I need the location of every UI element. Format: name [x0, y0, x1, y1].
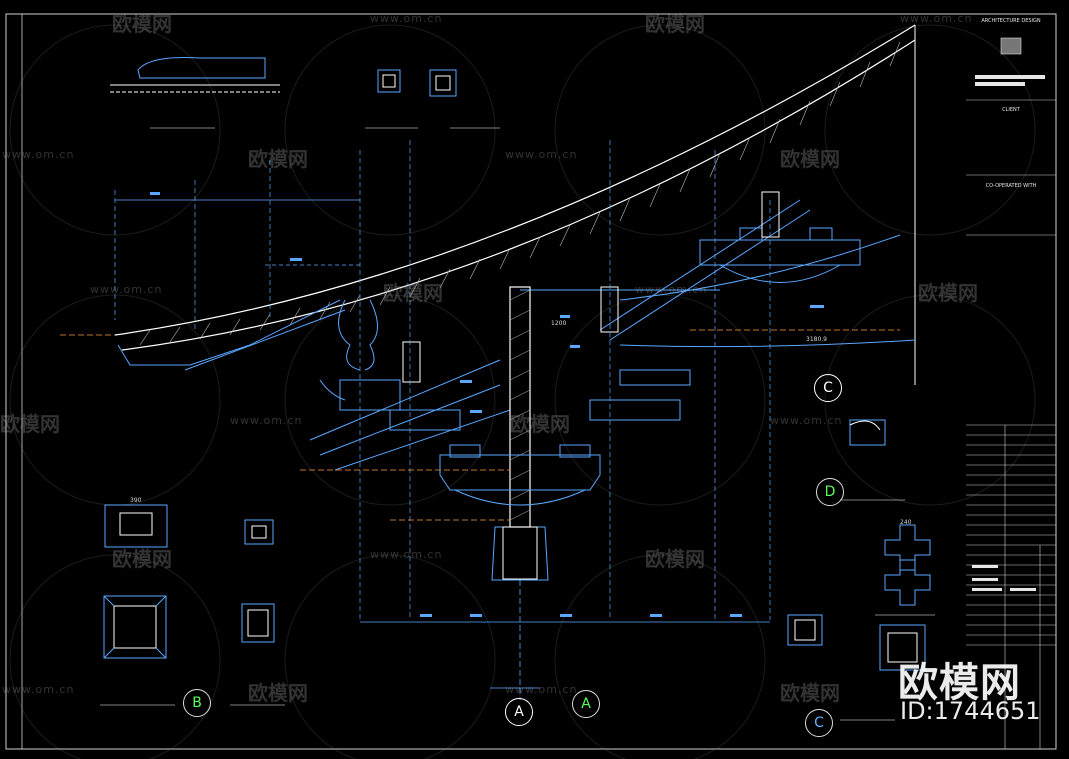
section-mark-a-title: A — [572, 690, 600, 718]
eave-rafters — [117, 199, 916, 471]
detail-bottom-right — [787, 419, 935, 721]
section-mark-a-bottom: A — [505, 698, 533, 726]
watermark-logo: 欧模网 — [898, 660, 1021, 706]
detail-small-sections — [365, 69, 500, 129]
secondary-posts — [402, 191, 780, 383]
title-block-bars — [972, 75, 1045, 591]
qr-code — [1000, 37, 1022, 55]
section-mark-c-bottom: C — [805, 709, 833, 737]
title-block-cooperated-heading: CO-OPERATED WITH — [985, 183, 1037, 189]
watermark-id: ID:1744651 — [900, 697, 1041, 725]
title-block-firm: ARCHITECTURE DESIGN — [981, 18, 1041, 24]
horizontal-dim-lines — [60, 199, 900, 689]
bracket-sets — [319, 227, 861, 506]
central-column — [491, 286, 549, 700]
title-block-lines — [966, 99, 1056, 749]
dimension-label-3: 1200 — [551, 320, 567, 327]
section-mark-c-top: C — [814, 374, 842, 402]
roof-slope — [114, 24, 916, 385]
section-mark-b: B — [183, 689, 211, 717]
drawing-frame — [5, 13, 1057, 750]
section-mark-d: D — [816, 478, 844, 506]
dimension-lines — [114, 140, 771, 620]
title-block-client-heading: CLIENT — [1002, 107, 1020, 113]
detail-eave-profile — [110, 57, 280, 129]
watermark-circles — [9, 24, 1036, 759]
dimension-ticks — [150, 192, 824, 617]
dimension-label-4: 3180.9 — [806, 336, 827, 343]
dimension-label-1: 390 — [130, 497, 142, 504]
detail-bottom-left — [100, 504, 285, 706]
dimension-label-2: 240 — [900, 519, 912, 526]
